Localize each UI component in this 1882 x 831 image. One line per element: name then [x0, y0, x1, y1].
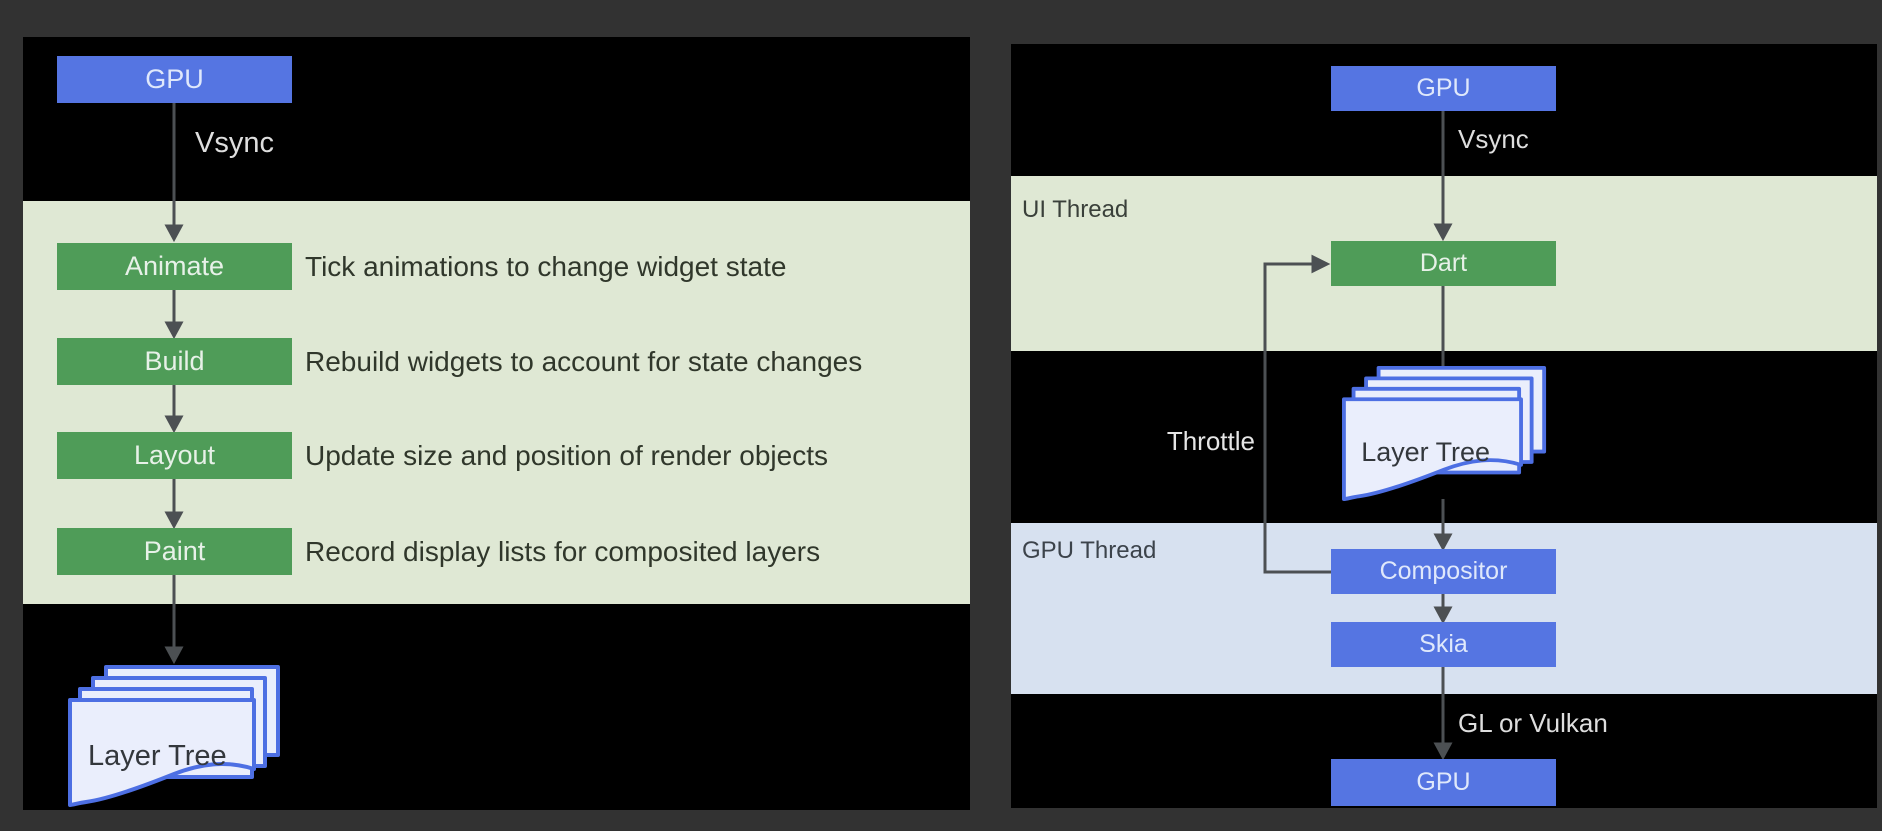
- gpu-top-node: GPU: [1331, 66, 1556, 111]
- layout-node: Layout: [57, 432, 292, 479]
- gpu-bottom-node-label: GPU: [1416, 768, 1471, 796]
- layer-tree-label: Layer Tree: [1361, 437, 1490, 467]
- gl-vulkan-label: GL or Vulkan: [1458, 708, 1608, 738]
- layout-node-label: Layout: [133, 440, 216, 470]
- layer-tree-icon: Layer Tree: [1342, 366, 1547, 501]
- arrowhead: [1433, 742, 1453, 761]
- vsync-label: Vsync: [1458, 124, 1529, 154]
- page-back: [104, 665, 280, 757]
- page-front-wavy: [1342, 397, 1523, 501]
- gpu-top-node-label: GPU: [1416, 74, 1471, 102]
- skia-node: Skia: [1331, 622, 1556, 667]
- paint-node-label: Paint: [143, 536, 206, 566]
- compositor-node-label: Compositor: [1379, 557, 1508, 585]
- layout-description: Update size and position of render objec…: [305, 440, 828, 471]
- animate-node-label: Animate: [124, 251, 225, 281]
- skia-node-label: Skia: [1419, 630, 1468, 658]
- page-middle: [1364, 376, 1534, 464]
- page-front-under: [1351, 386, 1522, 475]
- layer-tree-icon: Layer Tree: [68, 665, 280, 807]
- throttle-label: Throttle: [1166, 426, 1255, 456]
- build-node: Build: [57, 338, 292, 385]
- page-middle: [91, 676, 267, 768]
- dart-node-label: Dart: [1419, 249, 1468, 277]
- thread-architecture-panel: UI Thread GPU Thread GPU Vsync Dart Thro…: [1011, 44, 1877, 808]
- page-front-under: [78, 687, 254, 779]
- arrowhead: [164, 646, 184, 665]
- vsync-label: Vsync: [195, 127, 274, 159]
- page-back: [1376, 366, 1547, 454]
- gpu-node: GPU: [57, 56, 292, 103]
- build-description: Rebuild widgets to account for state cha…: [305, 346, 863, 377]
- pipeline-stages-panel: GPU Vsync Animate Tick animations to cha…: [23, 37, 970, 810]
- gpu-bottom-node: GPU: [1331, 759, 1556, 806]
- gpu-thread-label: GPU Thread: [1022, 537, 1157, 564]
- animate-description: Tick animations to change widget state: [305, 251, 787, 282]
- compositor-node: Compositor: [1331, 549, 1556, 594]
- paint-description: Record display lists for composited laye…: [305, 536, 821, 567]
- dart-node: Dart: [1331, 241, 1556, 286]
- build-node-label: Build: [144, 346, 205, 376]
- animate-node: Animate: [57, 243, 292, 290]
- ui-thread-label: UI Thread: [1022, 196, 1129, 223]
- paint-node: Paint: [57, 528, 292, 575]
- layer-tree-label: Layer Tree: [88, 740, 227, 772]
- gpu-node-label: GPU: [145, 64, 204, 94]
- page-front-wavy: [68, 698, 256, 807]
